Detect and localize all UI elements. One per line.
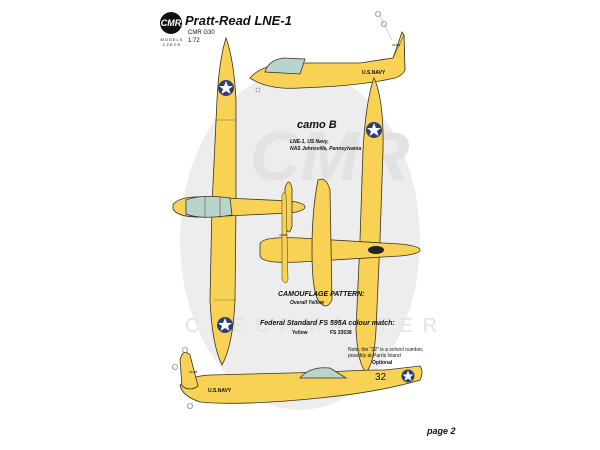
side-view-bottom-glider: U.S.NAVY 32 31498 xyxy=(172,347,423,409)
note-line: possibly at Parris Island xyxy=(348,353,401,359)
optional-label: Optional xyxy=(372,360,393,366)
callout-marker-icon xyxy=(375,11,381,17)
side-view-top-glider: U.S.NAVY 31498 xyxy=(249,11,406,93)
callout-marker-icon xyxy=(255,87,261,93)
brand-logo: CMR MODELS CZECH xyxy=(152,12,192,48)
svg-text:U.S.NAVY: U.S.NAVY xyxy=(208,388,232,394)
callout-marker-icon xyxy=(187,403,193,409)
fs-color-name: Yellow xyxy=(292,330,308,336)
note-line: Note: the "32" is a school number, xyxy=(348,347,424,353)
fs-code: FS 33538 xyxy=(330,330,352,336)
underside-view-glider: 31498 xyxy=(259,76,421,373)
logo-mark: CMR xyxy=(160,12,182,34)
kit-code: CMR G30 xyxy=(188,30,215,36)
fs-heading: Federal Standard FS 595A colour match: xyxy=(260,320,395,327)
svg-text:31498: 31498 xyxy=(279,233,288,237)
note: Note: the "32" is a school number, possi… xyxy=(348,347,423,359)
school-number-marking: 32 xyxy=(375,372,387,383)
star-insignia-icon xyxy=(401,369,415,383)
scheme-description-line: LNE-1, US Navy, xyxy=(290,139,329,145)
callout-marker-icon xyxy=(172,364,178,370)
scheme-name: camo B xyxy=(297,119,337,131)
callout-marker-icon xyxy=(182,347,188,353)
svg-text:31498: 31498 xyxy=(189,370,198,374)
kit-scale: 1:72 xyxy=(188,38,200,44)
star-insignia-icon xyxy=(218,80,234,96)
camouflage-heading: CAMOUFLAGE PATTERN: xyxy=(278,291,365,298)
page-number: page 2 xyxy=(427,426,456,436)
logo-subtitle: MODELS CZECH xyxy=(160,37,184,47)
camouflage-value: Overall Yellow xyxy=(290,300,324,306)
sheet-title: Pratt-Read LNE-1 xyxy=(185,13,292,28)
serial-marking: 31498 xyxy=(392,43,401,47)
star-insignia-icon xyxy=(366,122,382,138)
scheme-description-line: NAS Johnsville, Pennsylvania xyxy=(290,146,362,152)
us-navy-marking: U.S.NAVY xyxy=(362,70,386,76)
scheme-description: LNE-1, US Navy, NAS Johnsville, Pennsylv… xyxy=(290,139,361,153)
star-insignia-icon xyxy=(217,317,233,333)
